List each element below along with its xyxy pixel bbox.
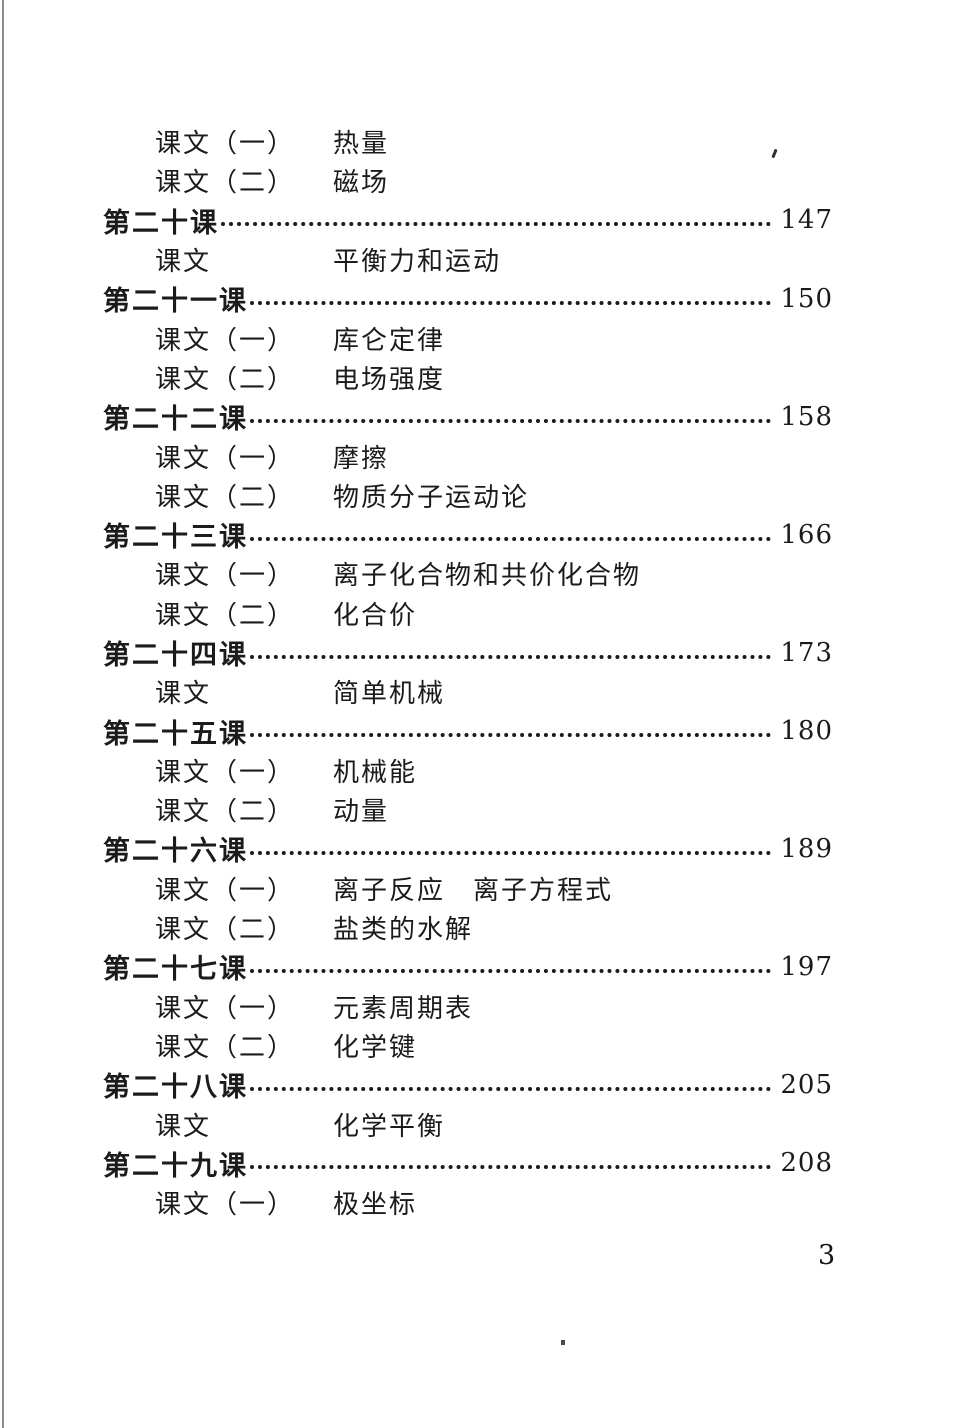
text-row-label: 课文（二）	[155, 600, 296, 630]
text-row-label: 课文（一）	[155, 325, 296, 355]
scan-artifact-speck	[561, 1340, 565, 1345]
text-row-title: 化学平衡	[333, 1111, 446, 1141]
text-row-title: 离子化合物和共价化合物	[333, 561, 642, 591]
lesson-title: 第二十五课	[103, 718, 248, 749]
text-row-label: 课文	[155, 247, 212, 277]
text-row-label: 课文（二）	[155, 168, 296, 198]
text-row-title: 库仑定律	[333, 325, 446, 355]
toc-lesson-row: 第二十七课 197	[0, 947, 833, 986]
lesson-page-number: 166	[780, 519, 833, 550]
text-row-title: 平衡力和运动	[333, 247, 502, 277]
text-row-label: 课文	[155, 679, 212, 709]
toc-text-row: 课文 简单机械	[0, 672, 833, 711]
text-row-title: 动量	[333, 797, 390, 827]
text-row-label: 课文（一）	[155, 875, 296, 905]
lesson-page-number: 205	[780, 1069, 833, 1100]
toc-text-row: 课文（二） 磁场	[0, 161, 833, 200]
toc-lesson-row: 第二十课 147	[0, 201, 833, 240]
text-row-label: 课文（一）	[155, 129, 296, 159]
text-row-title: 离子反应 离子方程式	[333, 875, 614, 905]
lesson-title: 第二十八课	[103, 1072, 248, 1103]
lesson-title: 第二十课	[103, 207, 219, 238]
page-number: 3	[818, 1240, 836, 1271]
toc-lesson-row: 第二十九课 208	[0, 1144, 833, 1183]
lesson-page-number: 189	[780, 833, 833, 864]
toc-text-row: 课文 化学平衡	[0, 1104, 833, 1143]
lesson-page-number: 197	[780, 951, 833, 982]
text-row-label: 课文（一）	[155, 443, 296, 473]
text-row-label: 课文（一）	[155, 993, 296, 1023]
scan-edge-line	[2, 0, 4, 1428]
text-row-title: 磁场	[333, 168, 390, 198]
lesson-page-number: 173	[780, 637, 833, 668]
text-row-label: 课文（二）	[155, 482, 296, 512]
text-row-label: 课文	[155, 1111, 212, 1141]
text-row-title: 物质分子运动论	[333, 482, 530, 512]
dot-leader	[250, 536, 772, 541]
toc-text-row: 课文（一） 离子反应 离子方程式	[0, 869, 833, 908]
lesson-title: 第二十二课	[103, 404, 248, 435]
toc-lesson-row: 第二十五课 180	[0, 711, 833, 750]
text-row-title: 化学键	[333, 1032, 418, 1062]
text-row-title: 元素周期表	[333, 993, 474, 1023]
toc-text-row: 课文 平衡力和运动	[0, 240, 833, 279]
dot-leader	[250, 1086, 772, 1091]
toc-text-row: 课文（一） 极坐标	[0, 1183, 833, 1222]
text-row-title: 极坐标	[333, 1190, 418, 1220]
lesson-title: 第二十三课	[103, 522, 248, 553]
text-row-title: 简单机械	[333, 679, 446, 709]
lesson-page-number: 180	[780, 716, 833, 747]
toc-text-row: 课文（二） 物质分子运动论	[0, 476, 833, 515]
lesson-title: 第二十一课	[103, 286, 248, 317]
toc-text-row: 课文（一） 库仑定律	[0, 318, 833, 357]
toc-text-row: 课文（二） 电场强度	[0, 358, 833, 397]
lesson-page-number: 158	[780, 401, 833, 432]
toc-text-row: 课文（一） 离子化合物和共价化合物	[0, 554, 833, 593]
text-row-label: 课文（二）	[155, 797, 296, 827]
text-row-label: 课文（一）	[155, 1190, 296, 1220]
text-row-label: 课文（一）	[155, 561, 296, 591]
toc-text-row: 课文（二） 化合价	[0, 594, 833, 633]
dot-leader	[250, 850, 772, 855]
text-row-label: 课文（二）	[155, 364, 296, 394]
toc-text-row: 课文（一） 元素周期表	[0, 987, 833, 1026]
text-row-label: 课文（二）	[155, 915, 296, 945]
text-row-title: 热量	[333, 129, 390, 159]
text-row-label: 课文（一）	[155, 757, 296, 787]
text-row-title: 盐类的水解	[333, 915, 474, 945]
toc-lesson-row: 第二十四课 173	[0, 633, 833, 672]
toc-list: 课文（一） 热量 课文（二） 磁场 第二十课 147 课文 平衡力和运动 第二十…	[0, 122, 833, 1222]
toc-text-row: 课文（二） 动量	[0, 790, 833, 829]
dot-leader	[221, 222, 772, 227]
toc-text-row: 课文（一） 热量	[0, 122, 833, 161]
toc-lesson-row: 第二十六课 189	[0, 829, 833, 868]
toc-lesson-row: 第二十八课 205	[0, 1065, 833, 1104]
toc-lesson-row: 第二十一课 150	[0, 279, 833, 318]
toc-text-row: 课文（一） 机械能	[0, 751, 833, 790]
text-row-label: 课文（二）	[155, 1032, 296, 1062]
toc-text-row: 课文（一） 摩擦	[0, 436, 833, 475]
text-row-title: 电场强度	[333, 364, 446, 394]
text-row-title: 机械能	[333, 757, 418, 787]
toc-lesson-row: 第二十二课 158	[0, 397, 833, 436]
dot-leader	[250, 733, 772, 738]
lesson-title: 第二十六课	[103, 836, 248, 867]
toc-lesson-row: 第二十三课 166	[0, 515, 833, 554]
dot-leader	[250, 654, 772, 659]
dot-leader	[250, 300, 772, 305]
dot-leader	[250, 1165, 772, 1170]
text-row-title: 化合价	[333, 600, 418, 630]
toc-text-row: 课文（二） 盐类的水解	[0, 908, 833, 947]
dot-leader	[250, 418, 772, 423]
dot-leader	[250, 968, 772, 973]
lesson-page-number: 208	[780, 1148, 833, 1179]
lesson-page-number: 150	[780, 283, 833, 314]
lesson-title: 第二十七课	[103, 954, 248, 985]
lesson-title: 第二十九课	[103, 1150, 248, 1181]
lesson-title: 第二十四课	[103, 640, 248, 670]
lesson-page-number: 147	[780, 205, 833, 236]
toc-text-row: 课文（二） 化学键	[0, 1026, 833, 1065]
text-row-title: 摩擦	[333, 443, 390, 473]
